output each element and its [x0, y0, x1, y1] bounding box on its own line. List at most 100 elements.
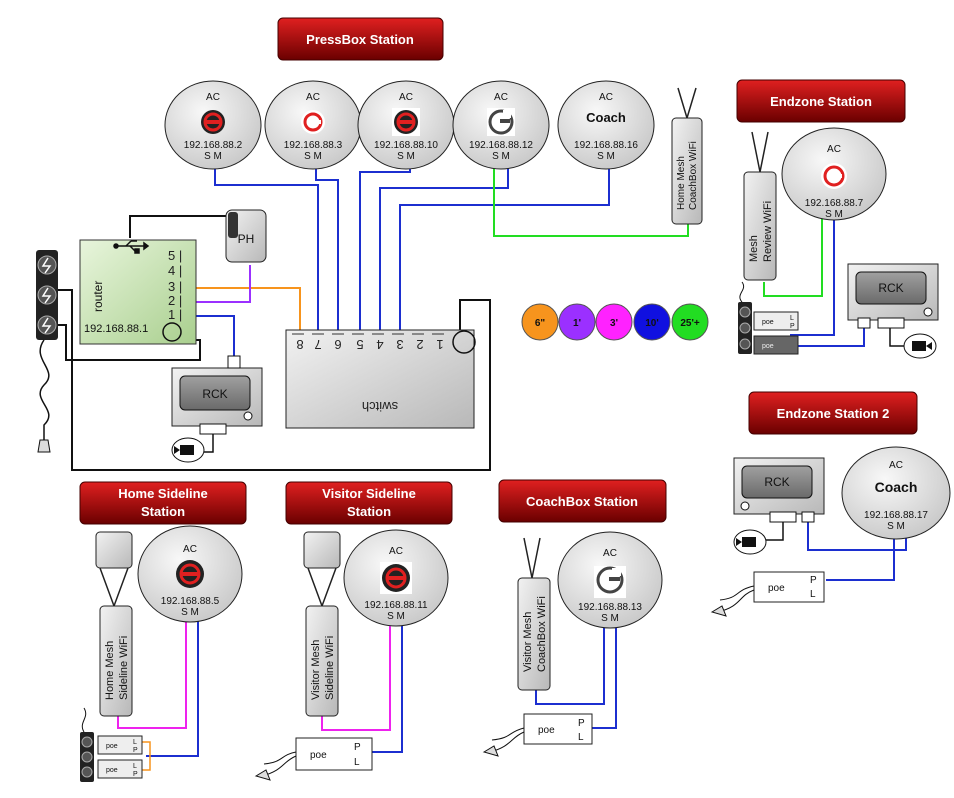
svg-text:AC: AC [603, 548, 617, 559]
svg-text:RCK: RCK [878, 281, 903, 295]
svg-text:8: 8 [296, 337, 303, 352]
review-mesh-wifi: Mesh Review WiFi [743, 131, 777, 281]
svg-text:poe: poe [106, 767, 118, 774]
svg-text:P: P [578, 718, 585, 729]
legend-10ft: 10' [633, 303, 671, 341]
svg-text:router: router [91, 281, 105, 312]
g-grey-logo [594, 566, 626, 598]
visitor-sideline-title: Visitor Sideline Station [285, 481, 453, 525]
legend-3ft: 3' [595, 303, 633, 341]
svg-text:AC: AC [399, 92, 413, 103]
svg-text:L: L [354, 757, 360, 768]
svg-text:Home Mesh: Home Mesh [104, 641, 116, 700]
home-mesh-coachbox-wifi: Home Mesh CoachBox WiFi [671, 87, 703, 225]
pressbox-title: PressBox Station [277, 17, 444, 61]
coach-text: Coach [586, 110, 626, 125]
svg-text:2: 2 [416, 337, 423, 352]
svg-text:5: 5 [356, 337, 363, 352]
antenna-icon [751, 131, 769, 173]
plug-icon [37, 439, 51, 453]
svg-text:Endzone Station 2: Endzone Station 2 [777, 406, 890, 421]
cable-ap5-poe [146, 616, 199, 757]
svg-text:192.168.88.16: 192.168.88.16 [574, 140, 638, 151]
antenna-icon [677, 87, 697, 121]
phone-device: PH [225, 209, 267, 263]
hdmi-port-icon [199, 423, 227, 435]
switch: 8 7 6 5 4 3 2 1 switch [285, 329, 476, 429]
camera-icon [733, 529, 767, 555]
router: router 5 | 4 | 3 | 2 | 1 | 192.168.88.1 [79, 239, 197, 345]
svg-text:PH: PH [238, 232, 255, 246]
hdmi-port-icon [769, 511, 797, 523]
rck-pressbox: RCK [171, 355, 263, 463]
svg-text:7: 7 [314, 337, 321, 352]
outlet-icon [37, 255, 57, 275]
legend-1ft: 1' [558, 303, 596, 341]
svg-text:Review WiFi: Review WiFi [762, 201, 774, 262]
access-point-pressbox-3: AC 192.168.88.10 S M [357, 80, 455, 170]
svg-text:192.168.88.10: 192.168.88.10 [374, 140, 438, 151]
svg-text:AC: AC [494, 92, 508, 103]
cable-ap2-switch7 [214, 166, 319, 330]
access-point-pressbox-5: AC Coach 192.168.88.16 S M [557, 80, 655, 170]
svg-text:1 |: 1 | [168, 307, 182, 322]
c-white-logo [821, 163, 847, 189]
svg-text:1: 1 [436, 337, 443, 352]
svg-text:PressBox Station: PressBox Station [306, 32, 414, 47]
svg-text:Visitor Mesh: Visitor Mesh [522, 612, 534, 672]
svg-text:L: L [133, 763, 137, 770]
svg-text:AC: AC [183, 544, 197, 555]
svg-text:poe: poe [762, 319, 774, 326]
svg-text:1': 1' [573, 318, 581, 329]
svg-text:6: 6 [334, 337, 341, 352]
antenna-icon [307, 567, 337, 609]
cable-ap13-poe [592, 624, 617, 729]
rck-endzone: RCK [847, 263, 939, 359]
svg-text:192.168.88.2: 192.168.88.2 [184, 140, 243, 151]
svg-text:Home Sideline: Home Sideline [118, 486, 208, 501]
cable-router1-rck [180, 315, 235, 358]
svg-text:4: 4 [376, 337, 383, 352]
access-point-coachbox: AC 192.168.88.13 S M [557, 531, 663, 629]
hdmi-port-icon [877, 317, 905, 329]
cable-legend: 6" 1' 3' 10' 25'+ [521, 303, 709, 341]
gs-dark-logo [176, 560, 204, 588]
svg-text:3': 3' [610, 318, 618, 329]
camera-icon [903, 333, 937, 359]
svg-text:Sideline WiFi: Sideline WiFi [324, 636, 336, 700]
plug-icon [254, 769, 271, 781]
poe-endzone2: poe P L [710, 571, 825, 617]
power-cord [39, 339, 50, 440]
svg-text:switch: switch [362, 399, 398, 414]
svg-text:Visitor Sideline: Visitor Sideline [322, 486, 416, 501]
svg-text:3 |: 3 | [168, 279, 182, 294]
power-strip-endzone [738, 281, 752, 354]
svg-text:192.168.88.13: 192.168.88.13 [578, 602, 642, 613]
access-point-visitor-sideline: AC 192.168.88.11 S M [343, 529, 449, 627]
poe-endzone-2: poe [753, 335, 799, 355]
home-sideline-title: Home Sideline Station [79, 481, 247, 525]
svg-text:Mesh: Mesh [748, 235, 760, 262]
cable-ap12-homemesh [493, 166, 689, 237]
poe-home-2: poe L P [97, 759, 143, 779]
cable-ap7-reviewmesh [763, 216, 823, 297]
cable-ap7-poe [790, 216, 835, 336]
cable-home-poe-link [140, 741, 151, 771]
cable-usb-phone [129, 215, 228, 238]
ethernet-port-icon [857, 317, 871, 329]
svg-text:10': 10' [645, 318, 659, 329]
svg-text:Sideline WiFi: Sideline WiFi [118, 636, 130, 700]
svg-text:poe: poe [768, 583, 785, 594]
coachbox-title: CoachBox Station [498, 479, 667, 523]
cable-power-switch [56, 289, 491, 471]
cable-ap11-visitormesh [321, 622, 391, 731]
svg-text:poe: poe [762, 343, 774, 350]
svg-text:Station: Station [141, 504, 185, 519]
plug-icon [710, 605, 727, 617]
c-white-logo [301, 110, 325, 134]
router-power-button [162, 322, 182, 342]
svg-text:AC: AC [306, 92, 320, 103]
access-point-endzone2: AC Coach 192.168.88.17 S M [841, 446, 951, 540]
legend-25ft: 25'+ [671, 303, 709, 341]
